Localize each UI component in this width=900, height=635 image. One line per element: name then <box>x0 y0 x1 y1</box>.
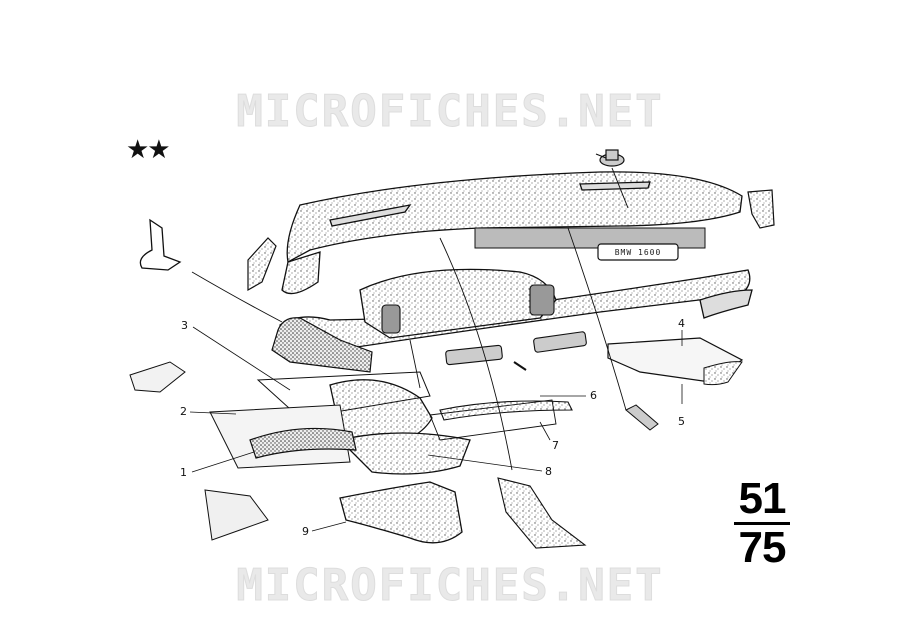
pointer-lines <box>191 227 627 471</box>
callout-8: 8 <box>545 465 552 478</box>
gauge-housing <box>381 284 555 334</box>
lower-cover <box>339 481 463 544</box>
bmw-nameplate: BMW 1600 <box>597 243 679 261</box>
bracket-right <box>747 189 775 229</box>
left-end-cap <box>271 317 373 373</box>
callout-2: 2 <box>180 405 187 418</box>
crash-pad-strip <box>439 400 573 421</box>
shelf-right-edge <box>703 361 743 386</box>
dashboard-pad <box>281 171 743 295</box>
group-number-divider <box>734 522 790 525</box>
callout-5: 5 <box>678 415 685 428</box>
nameplate-label: BMW 1600 <box>615 248 662 257</box>
screw-small <box>513 361 527 371</box>
instrument-hood <box>359 268 557 339</box>
bracket-lower-right <box>497 477 587 549</box>
callout-1: 1 <box>180 466 187 479</box>
switch-openings <box>445 331 587 366</box>
bracket-left-upper <box>247 237 277 292</box>
side-bracket-mid <box>129 361 186 393</box>
watermark-top: MICROFICHES.NET <box>236 86 664 138</box>
watermark-bottom: MICROFICHES.NET <box>236 560 664 612</box>
callout-3: 3 <box>181 319 188 332</box>
knee-pad <box>249 427 357 459</box>
bracket-left-hook <box>139 218 182 271</box>
clip-pin <box>625 404 659 431</box>
callout-6: 6 <box>590 389 597 402</box>
trim-strip-dark <box>474 227 706 249</box>
glovebox-tray <box>338 432 471 475</box>
trim-panel <box>256 371 431 419</box>
star-marks: ★★ <box>126 135 171 165</box>
callout-9: 9 <box>302 525 309 538</box>
leader-lines <box>189 326 683 532</box>
callout-7: 7 <box>552 439 559 452</box>
group-number: 51 75 <box>732 476 792 571</box>
group-number-bottom: 75 <box>738 523 787 572</box>
strip-backing <box>429 399 557 441</box>
group-number-top: 51 <box>738 474 787 523</box>
bolt-top <box>595 149 625 167</box>
callout-4: 4 <box>678 317 685 330</box>
side-bracket-lower <box>204 489 269 541</box>
